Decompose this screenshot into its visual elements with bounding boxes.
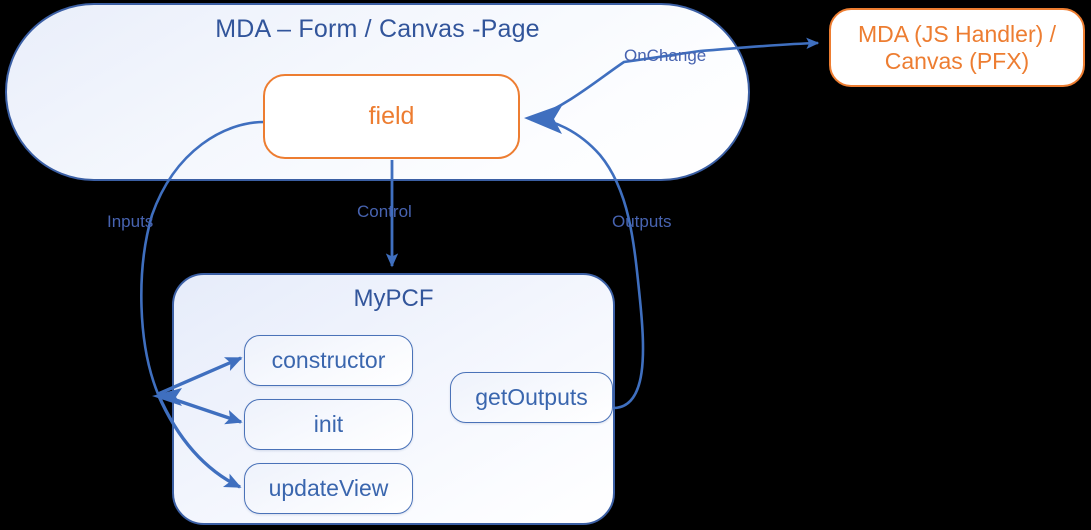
edge-label-control: Control: [357, 202, 412, 221]
field-label: field: [368, 102, 415, 131]
edge-label-outputs: Outputs: [612, 212, 672, 231]
method-node-init[interactable]: init: [244, 399, 413, 450]
method-label: init: [313, 411, 344, 438]
mda-handler-line2: Canvas (PFX): [884, 47, 1030, 74]
mypcf-title: MyPCF: [353, 285, 434, 312]
field-node[interactable]: field: [263, 74, 520, 159]
method-label: constructor: [271, 347, 386, 374]
method-label: updateView: [268, 475, 389, 502]
mda-form-title: MDA – Form / Canvas -Page: [215, 15, 540, 43]
method-node-updateview[interactable]: updateView: [244, 463, 413, 514]
mda-js-handler-node[interactable]: MDA (JS Handler) / Canvas (PFX): [829, 8, 1085, 87]
method-node-constructor[interactable]: constructor: [244, 335, 413, 386]
method-node-getoutputs[interactable]: getOutputs: [450, 372, 613, 423]
mda-handler-line1: MDA (JS Handler) /: [857, 21, 1057, 48]
edge-label-onchange: OnChange: [624, 46, 707, 65]
edge-label-inputs: Inputs: [107, 212, 154, 231]
method-label: getOutputs: [475, 384, 588, 411]
